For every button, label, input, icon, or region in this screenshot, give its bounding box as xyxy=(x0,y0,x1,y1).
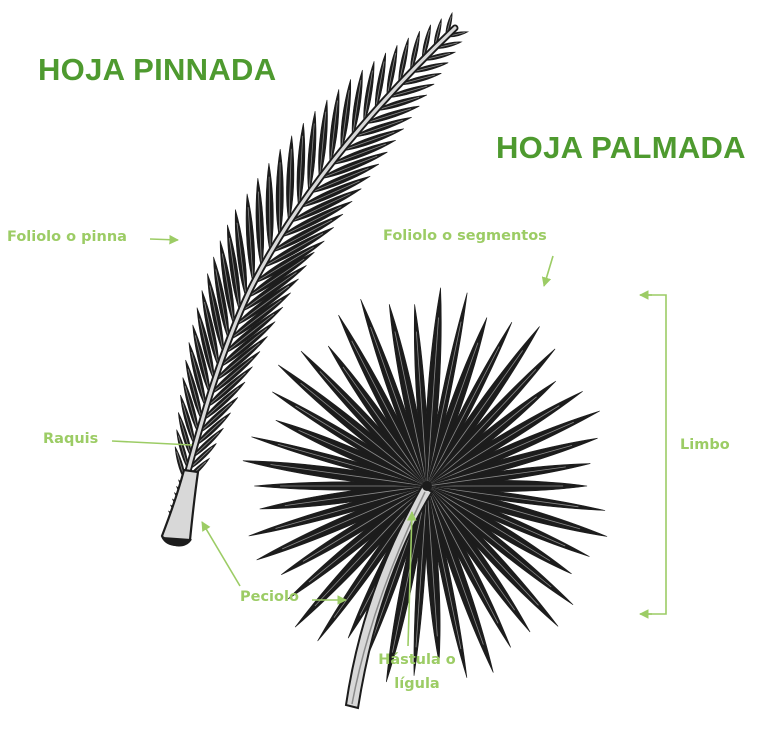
title-hoja-pinnada: HOJA PINNADA xyxy=(38,52,276,88)
pointer-foliolo-pinna xyxy=(150,239,178,240)
label-raquis: Raquis xyxy=(43,431,98,447)
limbo-bracket xyxy=(642,295,666,614)
label-hastula-line2: lígula xyxy=(362,672,472,696)
hastula-center xyxy=(422,481,432,491)
palmate-leaf-drawing-icon xyxy=(243,288,607,708)
label-hastula-line1: Hástula o xyxy=(362,648,472,672)
label-limbo: Limbo xyxy=(680,437,730,453)
label-hastula: Hástula o lígula xyxy=(362,648,472,696)
pointer-foliolo-segmentos xyxy=(544,256,553,286)
label-peciolo: Peciolo xyxy=(240,589,299,605)
label-foliolo-segmentos: Foliolo o segmentos xyxy=(383,228,547,244)
label-foliolo-pinna: Foliolo o pinna xyxy=(7,229,127,245)
pinnate-petiole-base xyxy=(162,470,198,545)
title-hoja-palmada: HOJA PALMADA xyxy=(496,130,746,166)
pointer-peciolo-pinnada xyxy=(202,522,240,586)
